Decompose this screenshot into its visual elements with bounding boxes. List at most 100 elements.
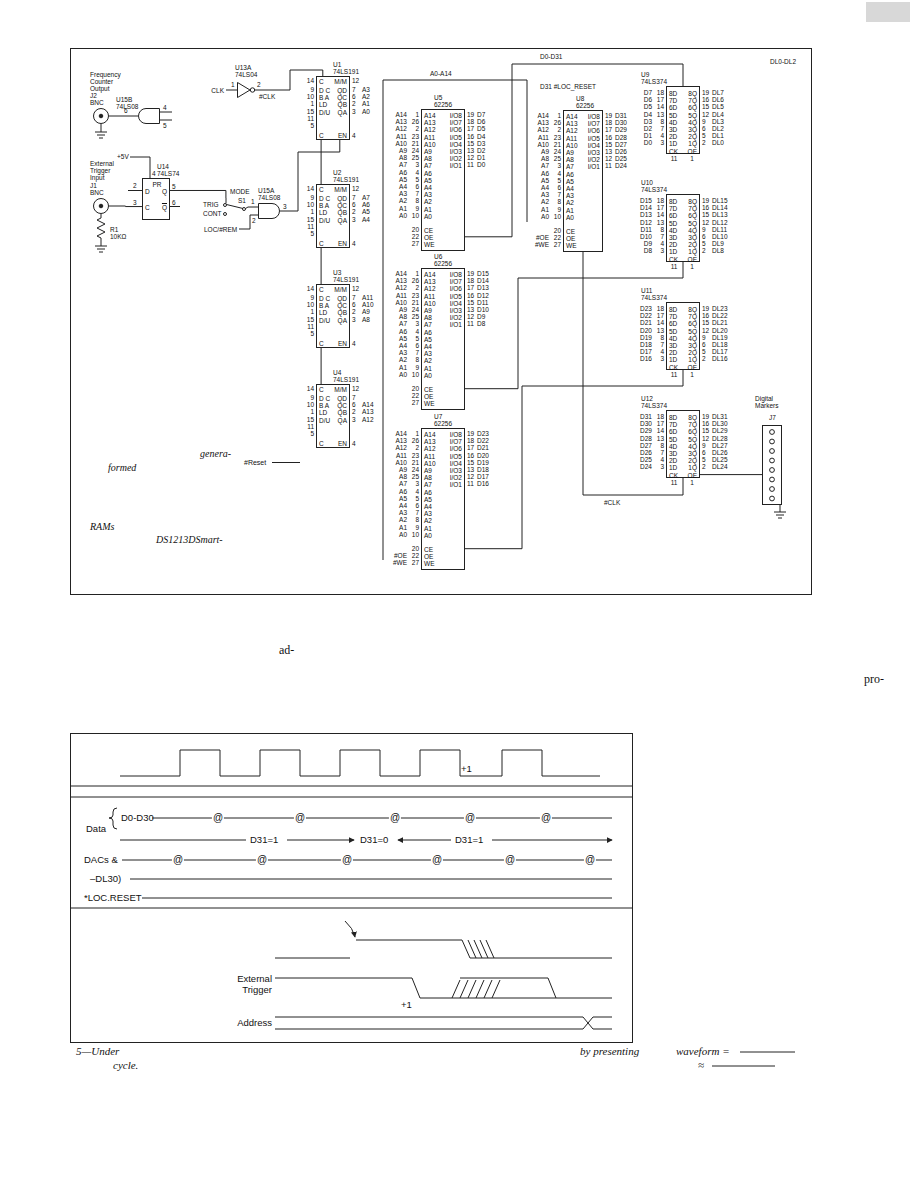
inv-symbol [237,82,255,98]
signal-name: #Reset [244,459,266,466]
bnc-part: External Trigger InputJ1 BNC [93,198,109,214]
switch-lever [226,198,248,209]
part-designator: U6 62256 [434,253,452,267]
sample-mark: @ [584,854,596,866]
pin-number: 1 [231,81,235,88]
pin-name: CK [669,472,678,479]
pin-number: 2 [252,217,256,224]
pin-name: OE [688,472,697,479]
pin-name: I/O8 I/O7 I/O6 I/O5 I/O4 I/O3 I/O2 I/O1 [450,271,462,329]
pin-name: EN [338,440,347,447]
signal-name: A14 A13 A12 A11 A10 A9 A8 A7 A6 A5 A4 A3… [395,270,407,378]
reset-wire [272,462,300,463]
j7-symbol [763,426,783,506]
scan-mark [866,2,910,22]
part-designator: U14 74LS74 [157,163,179,177]
pin-number: 6 [124,107,128,114]
pin-name: 8Q 7Q 6Q 5Q 4Q 3Q 2Q 1Q [688,90,697,148]
pin-number: 19 18 17 16 15 13 12 11 [467,111,474,169]
bus-label: A0-A14 [430,70,452,77]
pin-number: 4 [163,104,167,111]
symbol-outline [238,83,255,98]
bnc-pin [99,114,103,118]
pin-name: CE OE WE [424,386,434,408]
body-text-fragment: ad- [279,644,294,658]
signal-name: D31 D30 D29 D28 D27 D26 D25 D24 [640,413,652,471]
inverter [238,83,251,98]
and-gate [139,109,160,124]
signal-name: #CLK [604,499,620,506]
pin-name: OE [688,364,697,371]
caption-fragment: by presenting [580,1045,639,1058]
pin-name: 8D 7D 6D 5D 4D 3D 2D 1D [669,306,677,364]
pin-name: C [319,440,324,447]
pin-number: 7 6 2 3 [352,86,356,115]
pin-name: M/M [334,78,347,85]
pin-number: 1 26 2 23 21 24 25 3 4 5 6 7 8 9 10 [554,112,561,220]
pin-number: 7 6 2 3 [352,394,356,423]
caption-fragment: genera- [200,448,231,460]
pin-name: C [319,186,324,193]
part-designator: U5 62256 [434,94,452,108]
signal-name: DL31 DL30 DL29 DL28 DL27 DL26 DL25 DL24 [712,413,728,471]
box-part: U7 62256A14 A13 A12 A11 A10 A9 A8 A7 A6 … [421,428,465,570]
pin-number: 11 [671,479,678,486]
box-part: U8 62256A14 A13 A12 A11 A10 A9 A8 A7 A6 … [563,110,603,252]
sample-mark: @ [540,812,552,824]
part-label: R1 10KΩ [110,226,126,240]
pin-name: CE OE WE [566,228,576,250]
d31-arrow [492,840,612,841]
pin-number: 19 18 17 16 15 13 12 11 [467,430,474,488]
timing-label: External Trigger [237,974,272,996]
pin-number: 2 [257,81,261,88]
pin-number: 2 [133,182,137,189]
part-designator: Frequency Counter Output [90,71,121,93]
bnc-ring [94,199,109,214]
timing-label: DACs & [84,855,118,866]
loc-reset-waveform [275,940,612,958]
pin-number: 4 [352,440,356,447]
box-part: U14 74LS74PRDCQQ [142,178,170,220]
pin-name: 8D 7D 6D 5D 4D 3D 2D 1D [669,90,677,148]
part-designator: U9 74LS374 [641,71,667,85]
pin-number: 7 6 2 3 [352,294,356,323]
pin-name: OE [688,256,697,263]
pin-number: 20 22 27 [412,226,419,248]
dl-line [130,879,612,880]
pin-name: 8Q 7Q 6Q 5Q 4Q 3Q 2Q 1Q [688,306,697,364]
connector-pin [770,449,775,454]
pin-name: Q [162,204,167,211]
signal-name: A14 A13 A12 A11 A10 A9 A8 A7 A6 A5 A4 A3… [395,111,407,219]
inv-part: U13A 74LS04 [237,82,255,98]
bus-label: D0-D31 [540,53,562,60]
connector-pin [770,439,775,444]
pin-number: 6 [172,199,176,206]
pin-number: 18 17 14 13 8 7 4 3 [657,305,664,363]
pin-name: J1 BNC [90,182,104,196]
pin-name: D C B A LD D/U [319,295,330,324]
pin-number: 12 [352,185,359,192]
signal-name: A7 A6 A5 A4 [362,194,370,223]
pin-name: EN [338,132,347,139]
connector-pin [770,487,775,492]
pin-name: A14 A13 A12 A11 A10 A9 A8 A7 A6 A5 A4 A3… [566,113,578,221]
pin-number: 19 16 15 12 9 6 5 2 [702,413,709,471]
wire [700,474,762,475]
pin-name: Q [162,188,167,195]
sample-mark: @ [464,812,476,824]
pin-name: CK [669,364,678,371]
pin-number: 3 [283,203,287,210]
timing-label: Data [86,824,106,835]
timing-rule [70,786,632,797]
pin-name: J7 [769,414,776,421]
caption-fragment: RAMs [90,521,114,533]
signal-name: CLK [211,87,224,94]
sample-mark: @ [389,812,401,824]
pin-name: C [319,340,324,347]
pin-number: 1 26 2 23 21 24 25 3 4 5 6 7 8 9 10 [412,111,419,219]
connector-pin [770,430,775,435]
caption-fragment: DS1213DSmart- [156,534,223,546]
pin-number: 9 10 1 15 11 5 [307,194,314,237]
signal-name: DL7 DL6 DL5 DL4 DL3 DL2 DL1 DL0 [712,89,724,147]
pin-name: S1 [238,197,246,204]
